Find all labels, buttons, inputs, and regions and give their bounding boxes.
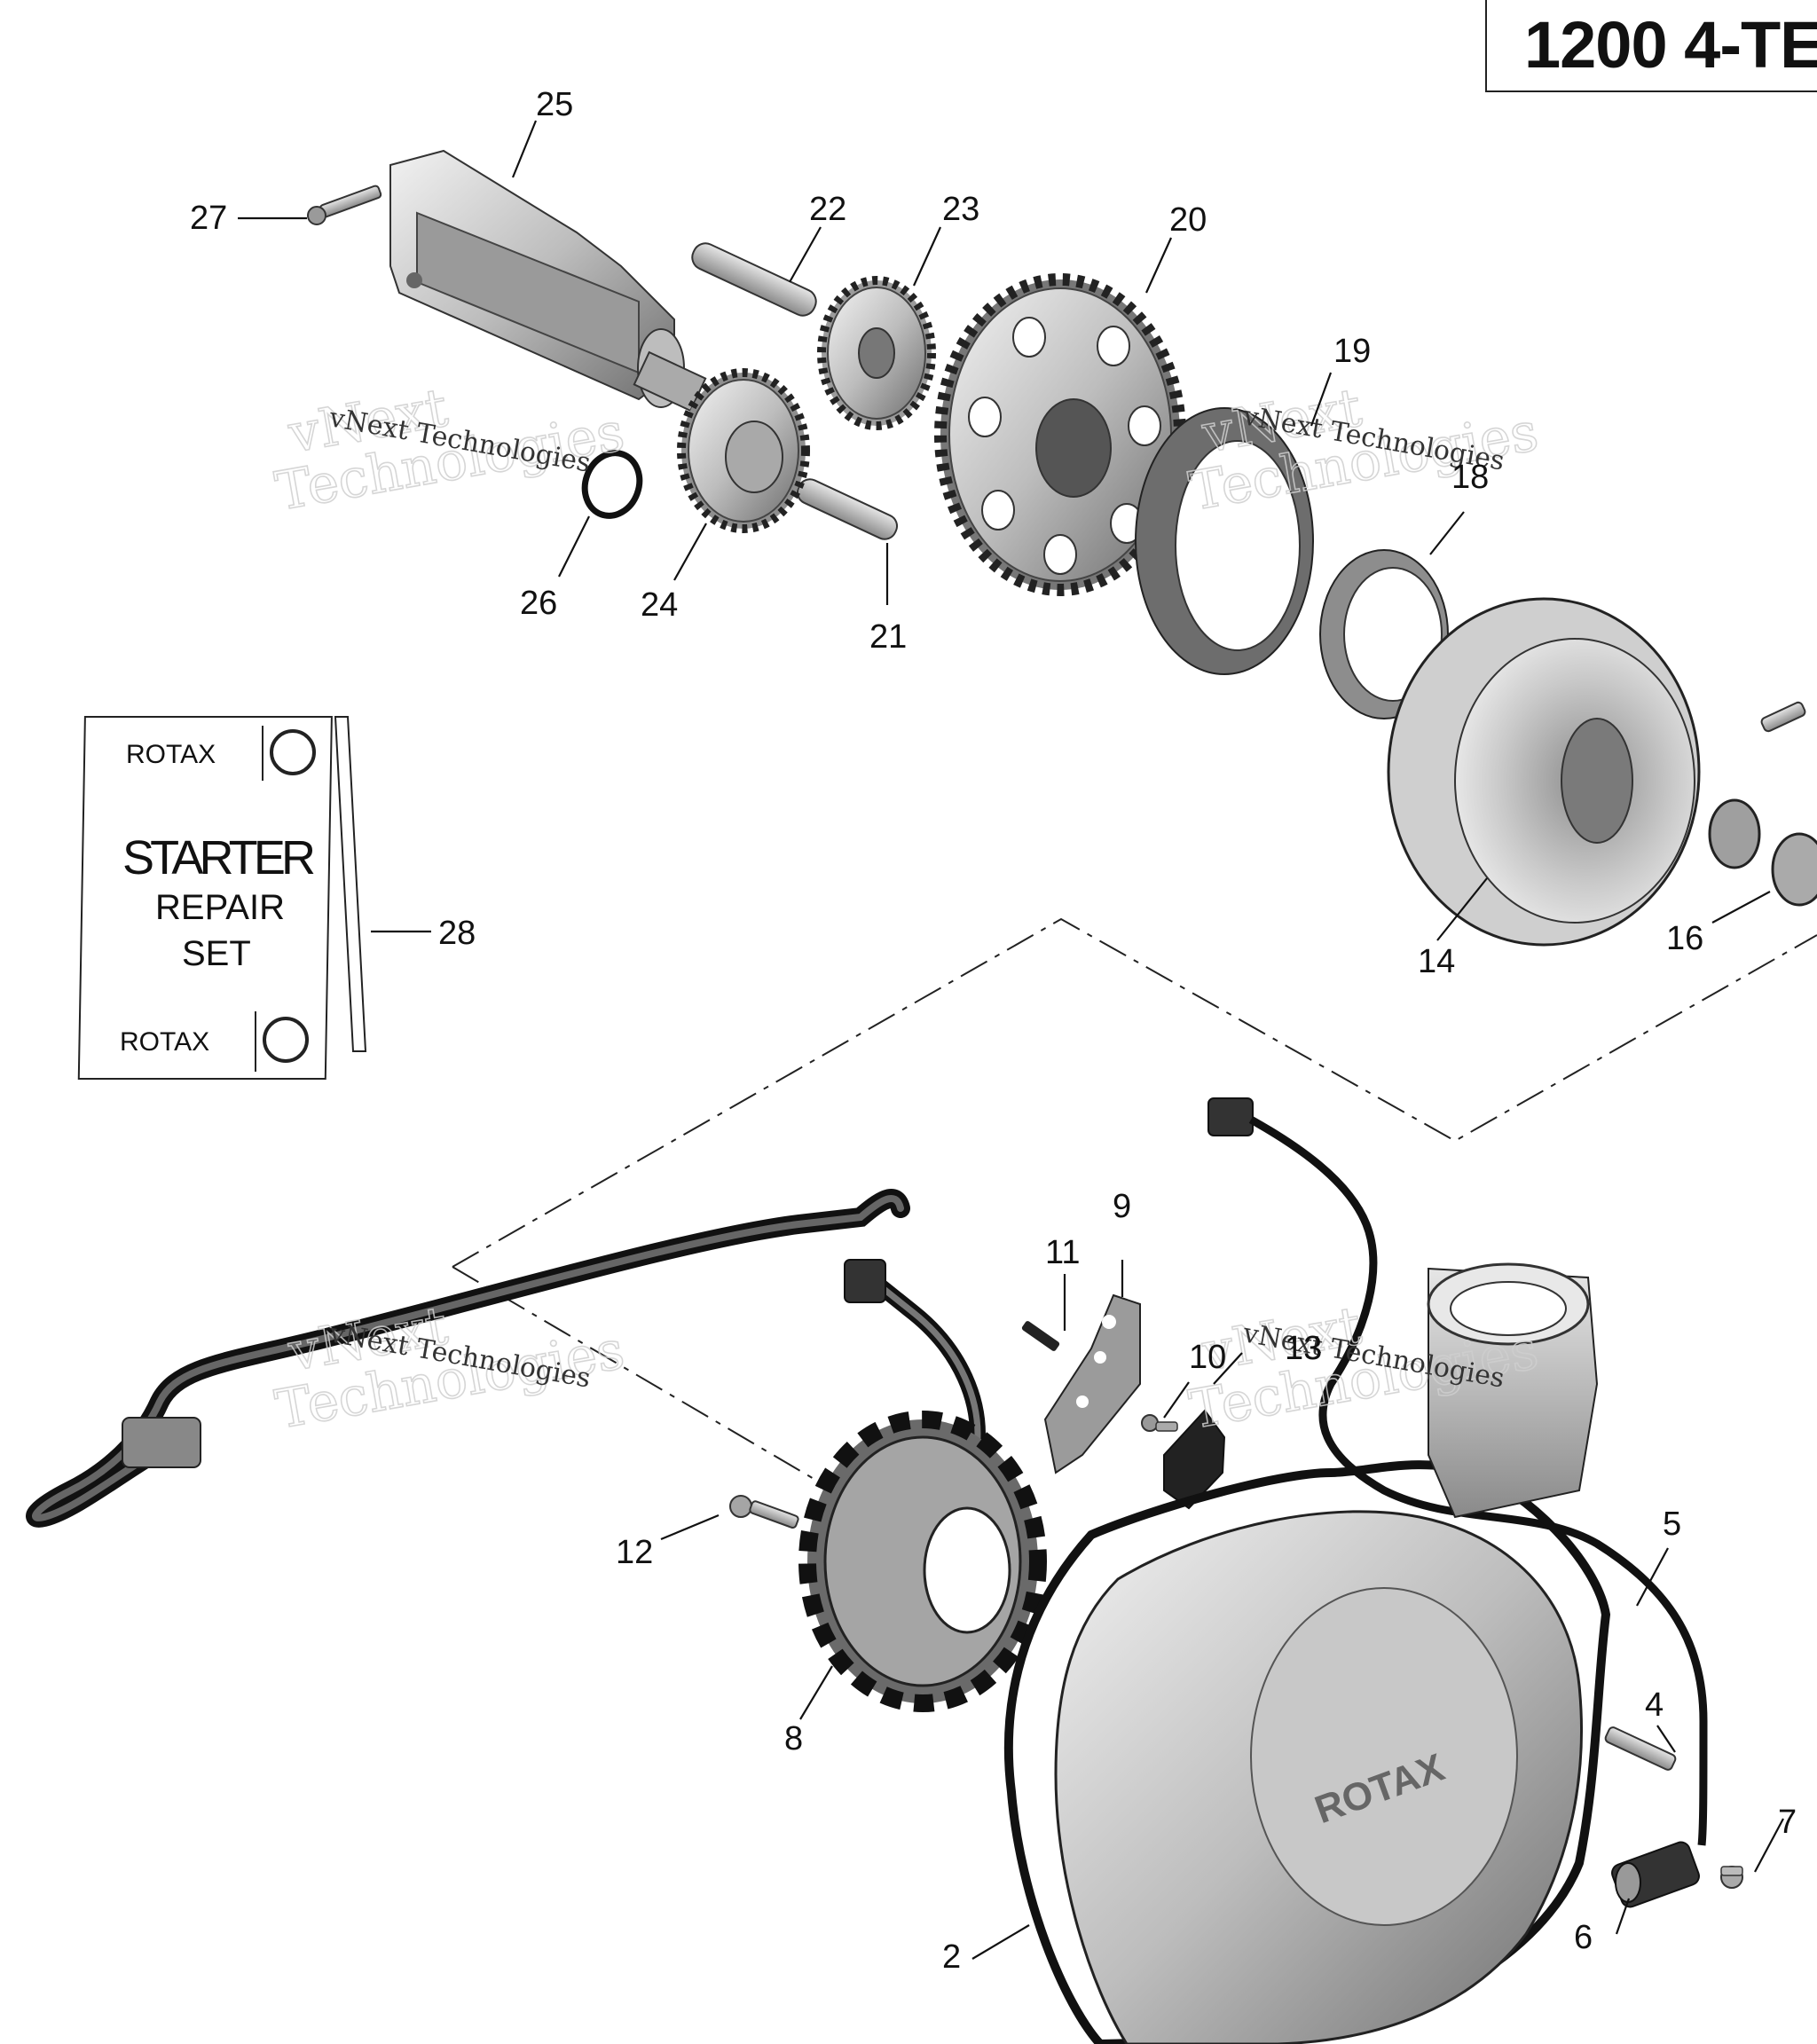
watermark-left-bottom: vNext Technologies vNext Technologies [271, 1294, 630, 1443]
callout-25: 25 [536, 86, 573, 123]
callout-11: 11 [1045, 1234, 1080, 1271]
screw-12 [729, 1495, 799, 1529]
callout-19: 19 [1333, 333, 1371, 370]
speed-sensor-6 [1611, 1841, 1700, 1908]
wiring-harness [26, 1189, 986, 1582]
screw-11 [1021, 1321, 1060, 1351]
callout-20: 20 [1169, 201, 1207, 239]
pin-21 [796, 478, 899, 540]
callout-7: 7 [1778, 1804, 1797, 1841]
leader-lines [238, 120, 1784, 1960]
callout-28: 28 [438, 915, 476, 952]
sensor-cable-5 [1207, 1097, 1708, 1846]
starter-repair-set-card: ROTAX ROTAX STARTER REPAIR SET [77, 716, 367, 1080]
callout-numbers: 25 27 22 23 20 19 18 26 24 21 28 14 16 9… [190, 86, 1797, 1976]
watermark-left-top: vNext Technologies vNext Technologies [271, 376, 630, 524]
starter-motor [389, 149, 707, 413]
screw-7 [1720, 1866, 1743, 1889]
bolt-27 [307, 185, 382, 225]
watermark-right-top: vNext Technologies vNext Technologies [1184, 376, 1544, 524]
callout-18: 18 [1451, 459, 1489, 496]
model-title-box: 1200 4-TE [1485, 0, 1817, 92]
callout-21: 21 [869, 618, 907, 656]
callout-4: 4 [1645, 1686, 1664, 1724]
gear-24 [677, 368, 810, 533]
o-ring-26 [581, 450, 643, 519]
callout-10: 10 [1189, 1339, 1226, 1376]
bolt-4 [1604, 1726, 1677, 1771]
flywheel-14 [1387, 597, 1701, 947]
pin-22 [691, 242, 817, 317]
kit-line-starter: STARTER [122, 831, 316, 884]
kit-line-set: SET [182, 934, 251, 973]
generator-cover: ROTAX [1054, 1262, 1599, 2044]
assembly-outline [452, 917, 1817, 1502]
callout-26: 26 [520, 585, 557, 622]
callout-23: 23 [942, 191, 979, 228]
screw-10 [1141, 1414, 1178, 1432]
sprag-clutch-19 [1135, 407, 1314, 675]
nut-16 [1708, 701, 1817, 907]
callout-8: 8 [784, 1720, 803, 1757]
model-title: 1200 4-TE [1524, 8, 1817, 82]
callout-22: 22 [809, 191, 846, 228]
callout-2: 2 [942, 1938, 961, 1976]
callout-16: 16 [1666, 920, 1703, 957]
kit-brand-top: ROTAX [126, 740, 216, 769]
cover-gasket-2 [1003, 1460, 1611, 2044]
gear-23 [817, 276, 936, 430]
kit-brand-bottom: ROTAX [120, 1027, 209, 1057]
starter-gear-20 [934, 273, 1186, 596]
callout-14: 14 [1418, 943, 1455, 980]
callout-24: 24 [641, 586, 678, 624]
sensor-13 [1163, 1409, 1226, 1510]
kit-line-repair: REPAIR [155, 888, 285, 927]
callout-13: 13 [1285, 1330, 1322, 1367]
bracket-9 [1043, 1293, 1141, 1474]
stator-8 [798, 1411, 1047, 1712]
callout-9: 9 [1113, 1188, 1131, 1225]
callout-27: 27 [190, 200, 227, 237]
callout-6: 6 [1574, 1919, 1593, 1956]
callout-12: 12 [616, 1534, 653, 1571]
callout-5: 5 [1663, 1505, 1681, 1543]
